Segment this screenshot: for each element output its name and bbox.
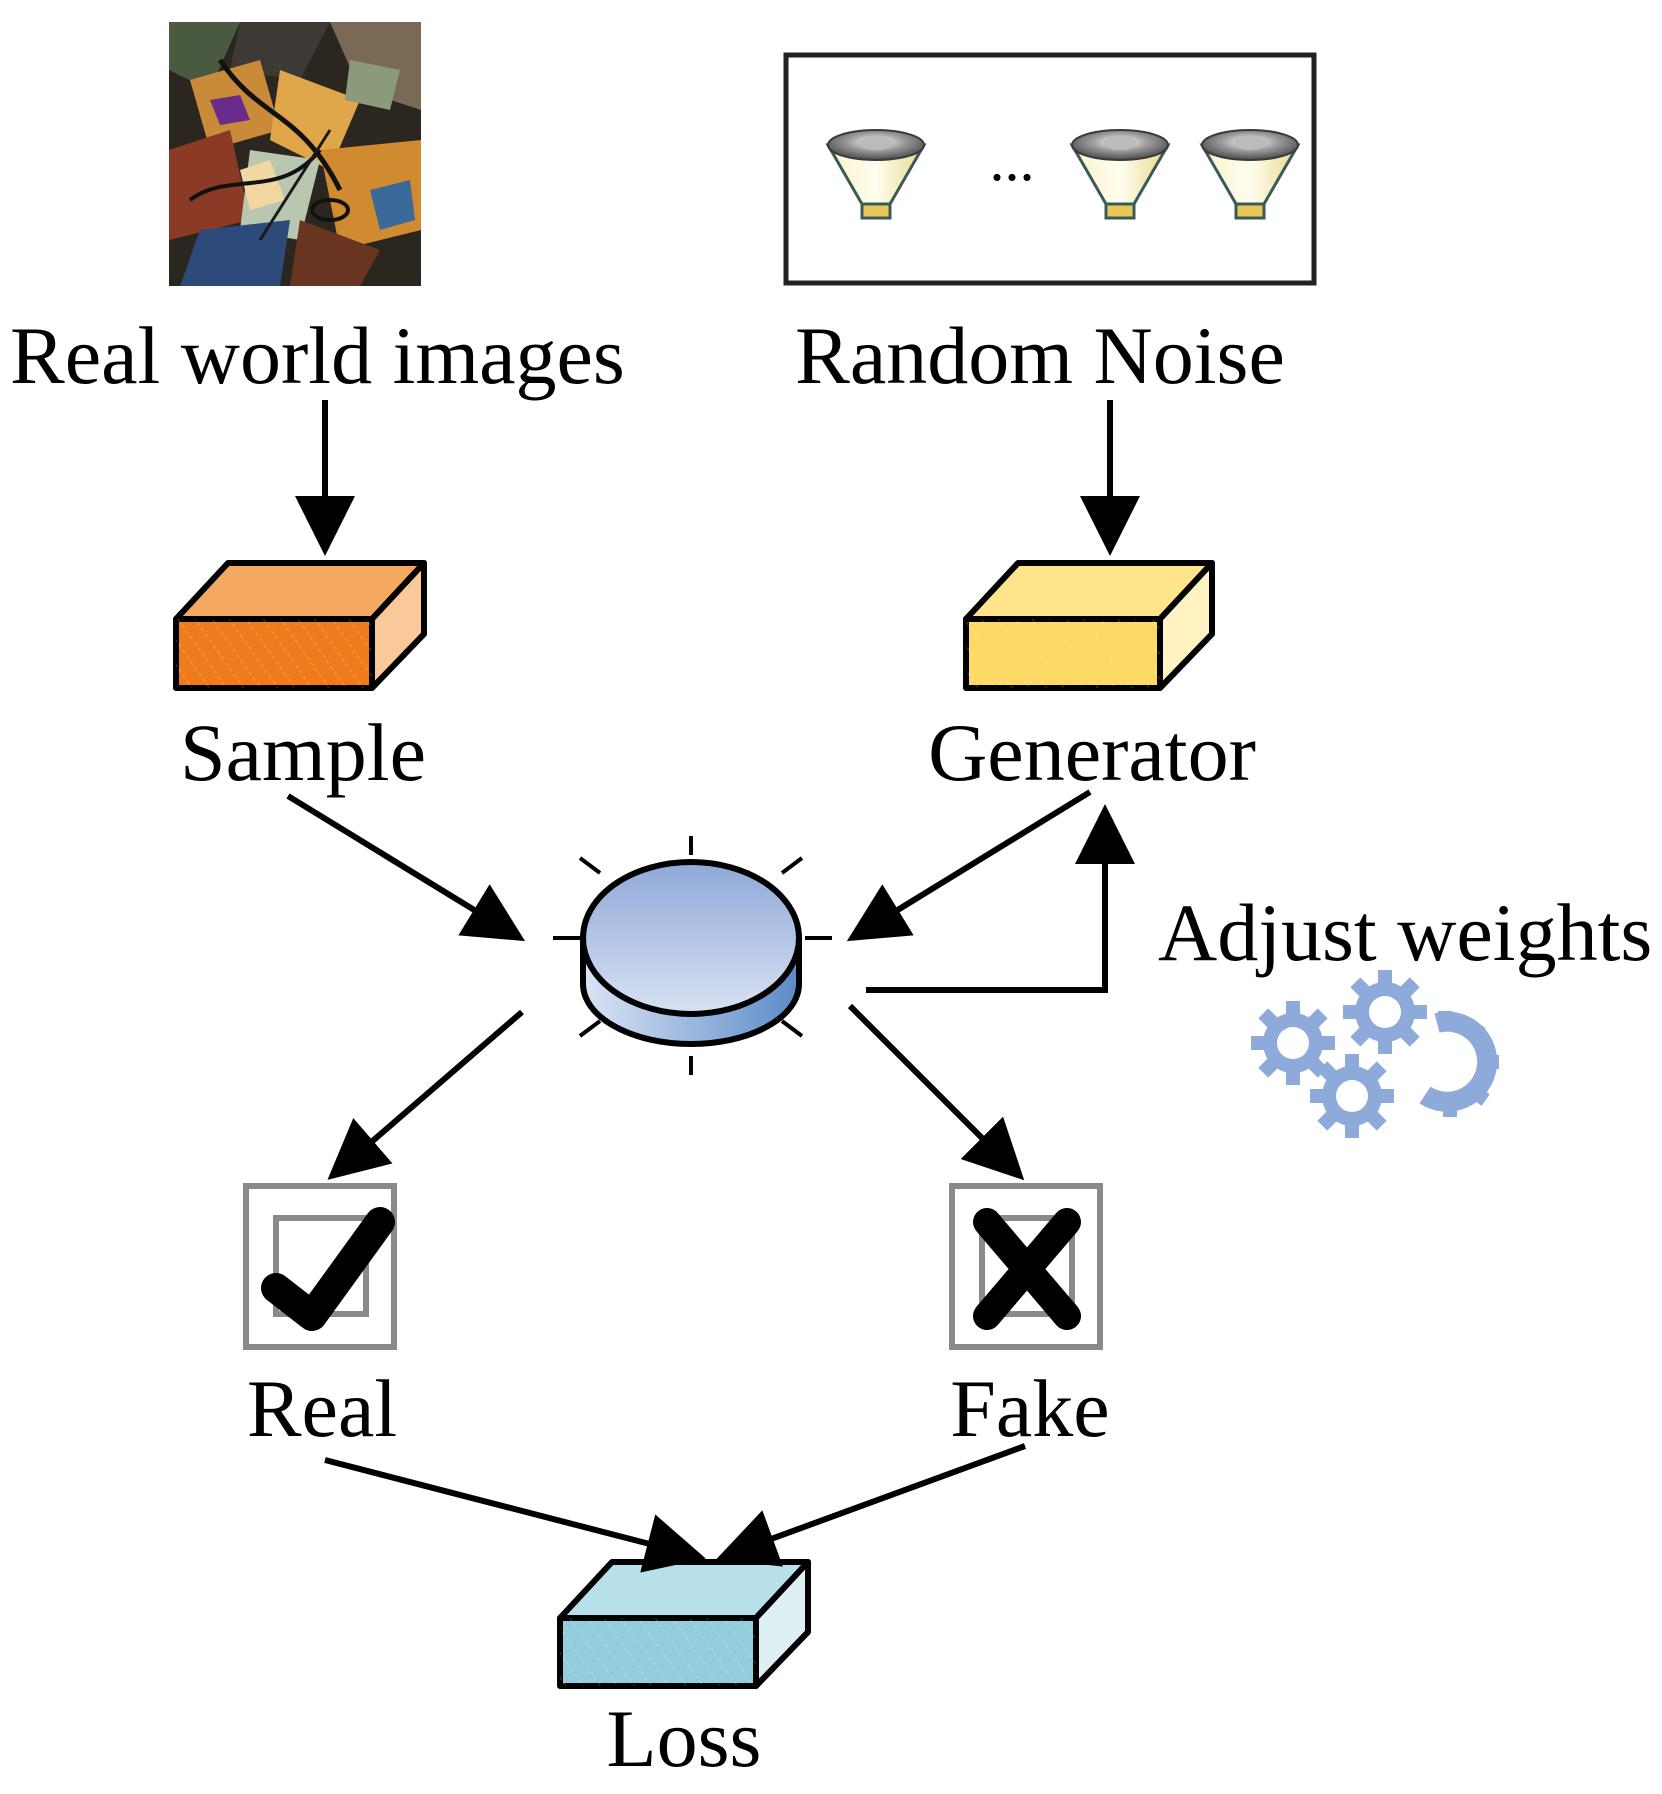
arrow-adjust-weights [866, 804, 1135, 993]
noise-ellipsis: ... [990, 127, 1035, 193]
discriminator-node [553, 836, 832, 1075]
real-checkmark-icon [243, 1183, 397, 1350]
real-world-images-label: Real world images [10, 310, 625, 401]
generator-block [963, 560, 1215, 691]
noise-funnel-icon [1069, 129, 1171, 220]
loss-block [557, 1559, 811, 1689]
gears-icon [1251, 970, 1499, 1138]
fake-cross-icon [949, 1183, 1103, 1350]
real-label: Real [246, 1363, 398, 1454]
generator-label: Generator [928, 707, 1256, 798]
flow-arrows [286, 400, 1140, 1573]
adjust-weights-label: Adjust weights [1158, 887, 1653, 978]
arrow-discriminator-to-real [327, 1009, 524, 1180]
real-world-image-thumbnail [169, 22, 421, 286]
noise-funnel-icon [825, 129, 927, 220]
sample-block [173, 560, 427, 691]
fake-label: Fake [950, 1363, 1110, 1454]
arrow-fake-to-loss [716, 1443, 1027, 1567]
sample-label: Sample [180, 707, 426, 798]
arrow-discriminator-to-fake [847, 1003, 1025, 1181]
loss-label: Loss [606, 1693, 762, 1784]
noise-funnel-icon [1199, 129, 1301, 220]
arrow-sample-to-discriminator [286, 793, 526, 942]
random-noise-label: Random Noise [795, 310, 1285, 401]
arrow-real-to-loss [324, 1457, 706, 1573]
arrow-generator-to-discriminator [846, 789, 1092, 942]
